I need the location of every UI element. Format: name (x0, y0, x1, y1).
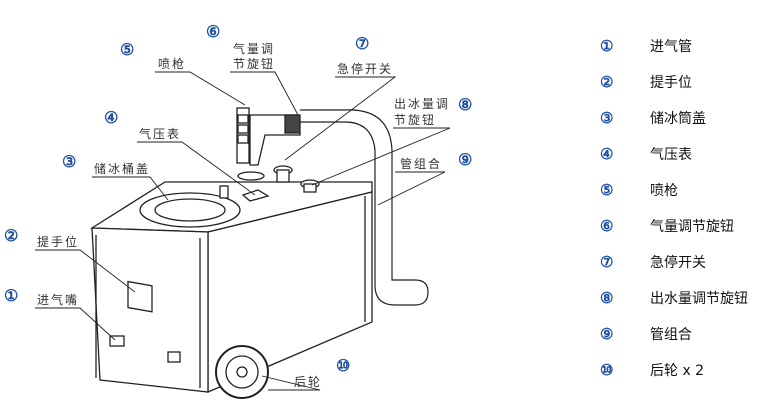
callout-label-air-inlet: 进气嘴 (37, 293, 80, 307)
callout-label-handle: 提手位 (37, 235, 80, 249)
callout-label-ice-knob-1: 出冰量调 (394, 97, 451, 111)
callout-number-9: ⑨ (458, 150, 473, 169)
callout-number-7: ⑦ (355, 34, 370, 53)
callout-label-gun: 喷枪 (158, 57, 187, 71)
callout-number-1: ① (4, 286, 19, 305)
rear-wheel (215, 345, 269, 399)
callout-number-8: ⑧ (458, 95, 473, 114)
callout-number-5: ⑤ (120, 40, 135, 59)
callout-label-air-knob-2: 节旋钮 (233, 57, 276, 71)
callout-number-4: ④ (104, 108, 119, 127)
lid (139, 192, 241, 228)
callout-label-estop: 急停开关 (337, 62, 394, 76)
callout-number-3: ③ (62, 152, 77, 171)
callout-number-2: ② (4, 226, 19, 245)
callout-number-10: ⑩ (336, 356, 351, 375)
handle (127, 280, 153, 313)
callout-label-lid: 储冰桶盖 (94, 162, 151, 176)
pipe-assembly (300, 109, 429, 306)
callout-label-air-knob-1: 气量调 (233, 42, 276, 56)
callout-label-gauge: 气压表 (139, 127, 182, 141)
spray-gun (236, 107, 301, 181)
callout-label-pipe: 管组合 (400, 157, 443, 171)
callout-number-6: ⑥ (206, 22, 221, 41)
callout-label-ice-knob-2: 节旋钮 (394, 113, 437, 127)
callout-label-wheel: 后轮 (294, 375, 323, 389)
